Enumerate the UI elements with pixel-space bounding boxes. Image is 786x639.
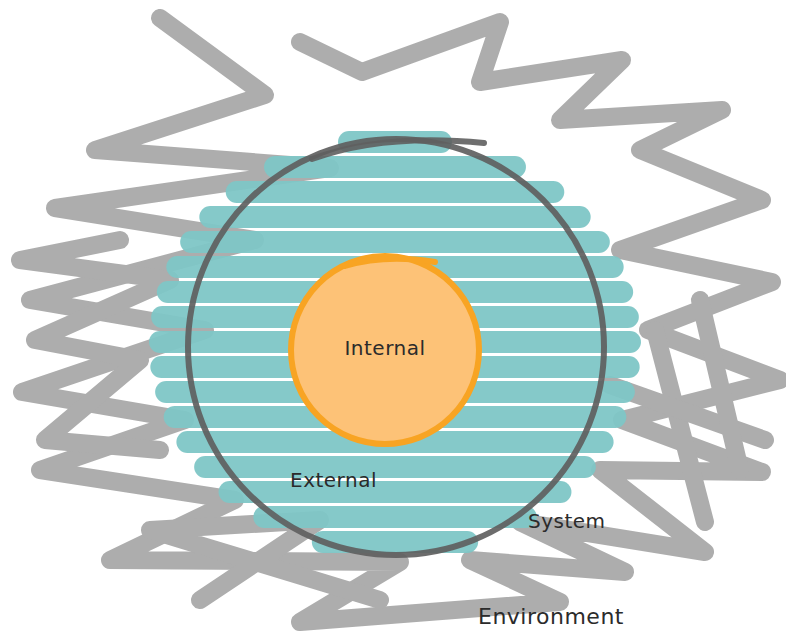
scribble-stroke (655, 330, 705, 522)
scribble-stroke (20, 240, 170, 450)
circle-overlap (345, 259, 435, 266)
teal-scribble (168, 281, 622, 303)
teal-scribble (237, 181, 554, 203)
teal-scribble (323, 531, 467, 553)
scribble-stroke (610, 385, 765, 440)
teal-scribble (187, 431, 602, 453)
teal-scribble (230, 481, 561, 503)
teal-scribble (210, 206, 579, 228)
system-boundary: System External Internal (184, 135, 608, 559)
teal-scribble (162, 306, 628, 328)
teal-scribble (175, 406, 616, 428)
teal-scribble (349, 131, 441, 153)
external-region: External Internal (150, 130, 640, 560)
teal-scribble (264, 506, 526, 528)
teal-scribble (166, 381, 624, 403)
teal-scribble (177, 256, 612, 278)
teal-scribble (275, 156, 515, 178)
circle-overlap (312, 140, 484, 159)
node-label: Internal (285, 336, 485, 360)
scribble-stroke (22, 18, 780, 622)
node-label: External (290, 468, 377, 492)
scribble-stroke (150, 520, 380, 600)
teal-scribble (191, 231, 599, 253)
node-label: System (528, 509, 606, 533)
teal-scribble (205, 456, 585, 478)
system-circle (188, 139, 604, 555)
internal-core: Internal (285, 252, 485, 448)
scribble-stroke (700, 300, 740, 470)
node-label: Environment (478, 604, 624, 629)
